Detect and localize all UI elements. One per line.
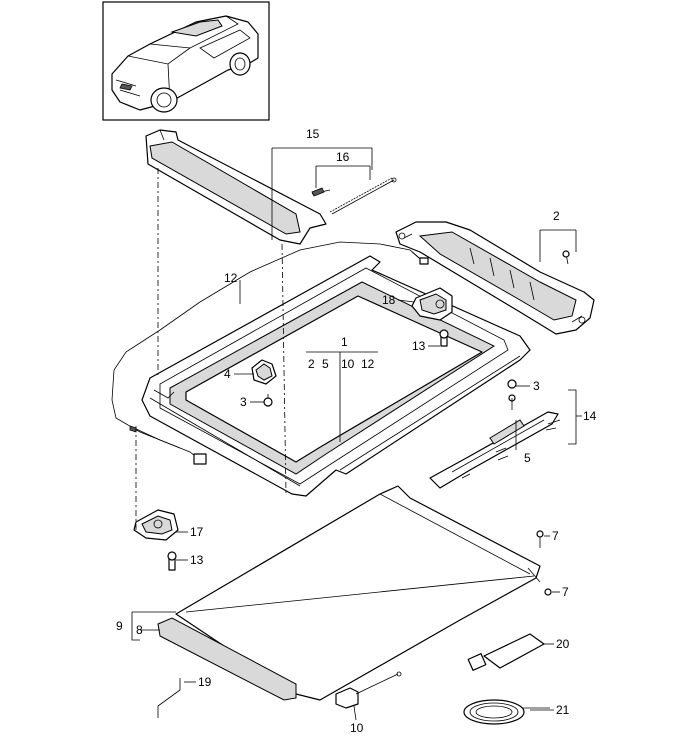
part-9-roller-blind bbox=[175, 485, 541, 701]
callout-20: 20 bbox=[556, 637, 570, 651]
part-3-screw-right bbox=[507, 379, 517, 410]
callout-21: 21 bbox=[556, 703, 570, 717]
part-13-screw-lower bbox=[167, 551, 177, 571]
leader-lines bbox=[131, 147, 582, 721]
part-21-tape-roll bbox=[463, 699, 550, 725]
callout-5: 5 bbox=[524, 451, 531, 465]
callout-7-upper: 7 bbox=[552, 529, 559, 543]
callout-13-lower: 13 bbox=[190, 553, 204, 567]
callout-3-right: 3 bbox=[533, 379, 540, 393]
part-17-motor bbox=[133, 509, 179, 541]
callout-1-sub-2: 2 bbox=[308, 357, 315, 371]
callout-1: 1 bbox=[341, 335, 348, 349]
part-13-screw-upper bbox=[439, 329, 449, 347]
callout-2: 2 bbox=[553, 209, 560, 223]
callout-19: 19 bbox=[198, 675, 212, 689]
part-7-screw-upper bbox=[536, 530, 544, 548]
callout-14: 14 bbox=[583, 409, 597, 423]
callout-labels: 15 16 2 12 18 1 2 5 10 12 13 4 3 3 14 5 … bbox=[116, 127, 597, 735]
callout-17: 17 bbox=[190, 525, 204, 539]
part-2-screw bbox=[562, 250, 570, 265]
vehicle-inset bbox=[102, 1, 270, 121]
part-8-blind-bar bbox=[157, 617, 297, 701]
callout-1-sub-12: 12 bbox=[361, 357, 375, 371]
callout-15: 15 bbox=[306, 127, 320, 141]
callout-3-left: 3 bbox=[240, 395, 247, 409]
part-15-deflector bbox=[145, 129, 327, 245]
callout-1-sub-5: 5 bbox=[322, 357, 329, 371]
callout-7-lower: 7 bbox=[562, 585, 569, 599]
callout-9: 9 bbox=[116, 619, 123, 633]
callout-1-sub-10: 10 bbox=[341, 357, 355, 371]
callout-12: 12 bbox=[224, 271, 238, 285]
callout-10: 10 bbox=[350, 721, 364, 735]
part-19-hex-key bbox=[157, 678, 181, 718]
callout-8: 8 bbox=[136, 623, 143, 637]
callout-4: 4 bbox=[224, 367, 231, 381]
part-20-grease-tube bbox=[467, 633, 545, 671]
alignment-lines bbox=[135, 168, 287, 530]
part-10-clip bbox=[335, 671, 402, 709]
part-16-springs bbox=[311, 177, 397, 215]
part-18-motor bbox=[411, 287, 453, 321]
part-7-screw-lower bbox=[527, 567, 552, 596]
part-4-bracket bbox=[251, 359, 277, 385]
callout-18: 18 bbox=[382, 293, 396, 307]
part-2-rear-crossmember bbox=[395, 221, 595, 335]
part-14-guide-rail bbox=[429, 411, 561, 489]
suv-vehicle-icon bbox=[111, 15, 259, 113]
callout-13-upper: 13 bbox=[412, 339, 426, 353]
callout-16: 16 bbox=[336, 150, 350, 164]
part-12-drain-hose bbox=[111, 241, 429, 465]
